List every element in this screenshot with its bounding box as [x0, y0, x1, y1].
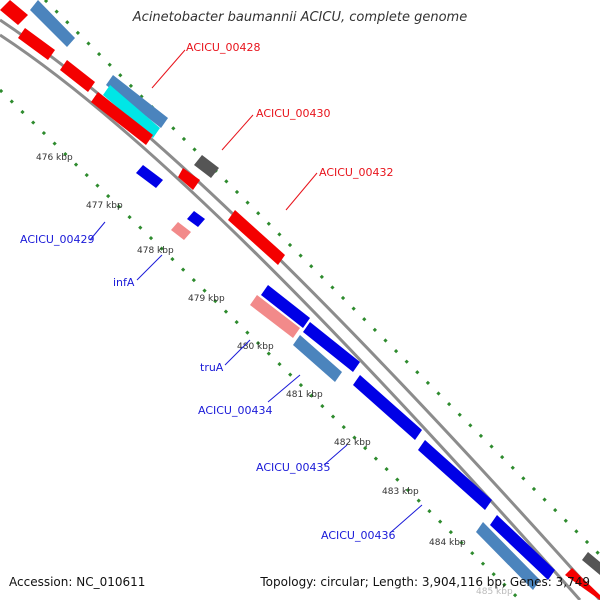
leader-line [323, 444, 348, 466]
tick-label: 478 kbp [137, 246, 174, 256]
gene-arrow [582, 552, 600, 575]
gene-arrow [136, 165, 163, 188]
leader-line [285, 172, 318, 211]
tick-label: 477 kbp [86, 201, 123, 211]
gene-arrow [91, 92, 153, 145]
gene-label[interactable]: infA [113, 276, 135, 289]
gene-label[interactable]: ACICU_00428 [186, 41, 260, 54]
leader-line [89, 221, 106, 241]
gene-arrow [565, 568, 600, 600]
gene-label[interactable]: ACICU_00430 [256, 107, 330, 120]
gene-arrow [228, 210, 285, 265]
gene-arrow [171, 222, 191, 240]
summary-text: Topology: circular; Length: 3,904,116 bp… [260, 575, 590, 589]
tick-label: 479 kbp [188, 294, 225, 304]
gene-arrow [30, 0, 75, 47]
tick-label: 476 kbp [36, 153, 73, 163]
leader-line [267, 374, 301, 403]
gene-arrow [476, 522, 540, 590]
gene-arrow [194, 155, 219, 178]
leader-line [151, 49, 186, 89]
gene-label[interactable]: ACICU_00432 [319, 166, 393, 179]
tick-label: 480 kbp [237, 342, 274, 352]
gene-label[interactable]: ACICU_00435 [256, 461, 330, 474]
gene-label[interactable]: truA [200, 361, 224, 374]
gene-arrow [303, 322, 360, 372]
tick-label: 482 kbp [334, 438, 371, 448]
accession-text: Accession: NC_010611 [9, 575, 146, 589]
reverse-genes[interactable] [136, 165, 600, 600]
gene-arrow [293, 335, 342, 382]
ruler-guide-inner [0, 88, 522, 600]
gene-arrow [261, 285, 310, 328]
gene-label[interactable]: ACICU_00434 [198, 404, 272, 417]
map-title: Acinetobacter baumannii ACICU, complete … [132, 10, 468, 25]
tick-labels: 476 kbp 477 kbp 478 kbp 479 kbp 480 kbp … [36, 153, 513, 597]
leader-line [389, 504, 423, 534]
gene-arrow [103, 85, 160, 138]
tick-label: 484 kbp [429, 538, 466, 548]
gene-arrow [418, 440, 492, 510]
gene-arrow [250, 295, 300, 338]
gene-arrow [187, 211, 205, 227]
leader-lines [89, 49, 423, 534]
tick-label: 481 kbp [286, 390, 323, 400]
gene-arrow [490, 515, 555, 580]
ruler-guide-outer [43, 0, 600, 557]
gene-label[interactable]: ACICU_00436 [321, 529, 395, 542]
backbone-inner [0, 33, 582, 600]
tick-label: 483 kbp [382, 487, 419, 497]
leader-line [136, 254, 163, 281]
gene-arrow [0, 0, 28, 25]
tick-label: 485 kbp [476, 587, 513, 597]
gene-arrow [178, 168, 200, 190]
gene-arrow [353, 375, 422, 440]
gene-arrow [18, 28, 55, 60]
gene-labels: ACICU_00428 ACICU_00430 ACICU_00432 ACIC… [20, 41, 395, 542]
gene-arrow [106, 75, 168, 128]
leader-line [221, 114, 254, 151]
leader-line [224, 339, 251, 366]
gene-arrow [60, 60, 95, 92]
gene-label[interactable]: ACICU_00429 [20, 233, 94, 246]
forward-genes[interactable] [0, 0, 285, 265]
